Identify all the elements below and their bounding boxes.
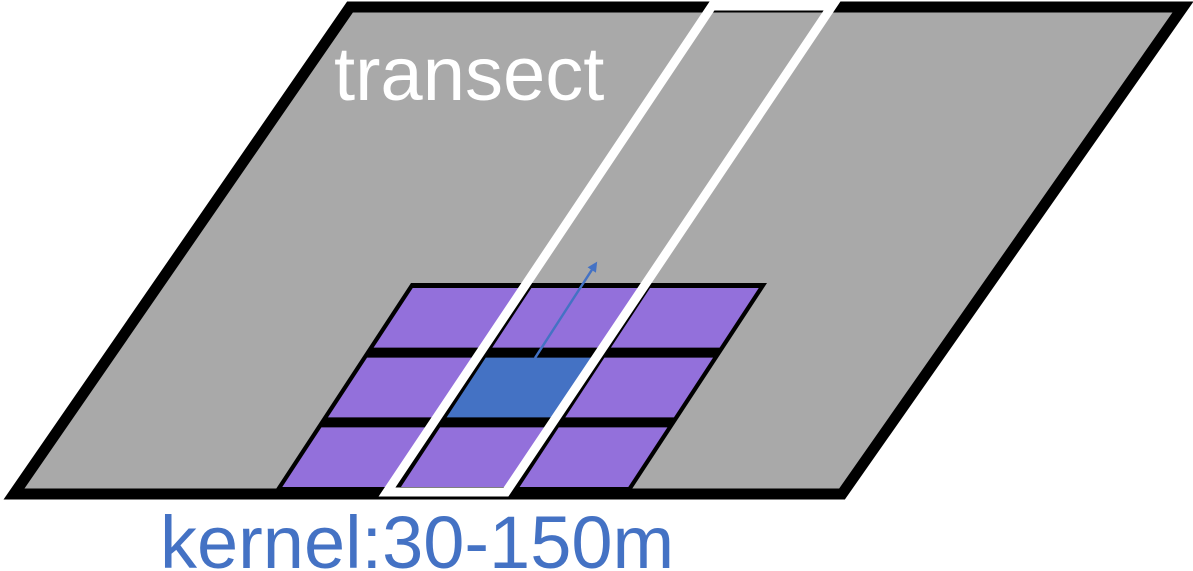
kernel-cell [400,427,549,487]
kernel-grid [274,283,767,492]
transect-strip [378,1,841,497]
kernel-cell [565,357,714,418]
kernel-cell [610,288,759,348]
kernel-center-cell [446,357,595,418]
kernel-cell [519,427,668,487]
transect-label: transect [334,32,604,117]
kernel-label: kernel:30-150m [160,501,674,571]
kernel-cell [373,288,522,348]
kernel-cell [492,288,641,348]
ground-plane [3,1,1193,500]
kernel-cell [327,357,476,418]
kernel-cell [282,427,431,487]
direction-arrow-icon [533,261,598,359]
